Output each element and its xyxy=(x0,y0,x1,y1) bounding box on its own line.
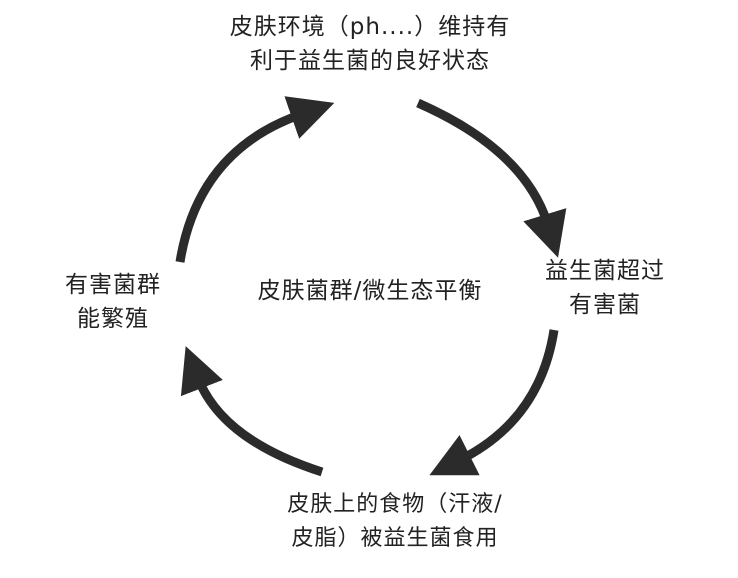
node-left-line-2: 能繁殖 xyxy=(77,306,149,332)
node-left-line-1: 有害菌群 xyxy=(65,272,161,298)
node-bottom-skin-food: 皮肤上的食物（汗液/ 皮脂）被益生菌食用 xyxy=(230,488,560,556)
node-top-skin-environment: 皮肤环境（ph....）维持有 利于益生菌的良好状态 xyxy=(180,10,560,78)
node-top-line-1: 皮肤环境（ph....）维持有 xyxy=(229,14,511,40)
node-right-line-2: 有害菌 xyxy=(569,292,641,318)
center-label: 皮肤菌群/微生态平衡 xyxy=(200,274,540,308)
node-right-probiotics-dominant: 益生菌超过 有害菌 xyxy=(505,254,705,322)
center-label-text: 皮肤菌群/微生态平衡 xyxy=(257,278,483,304)
node-left-harmful-bacteria: 有害菌群 能繁殖 xyxy=(18,268,208,336)
arrow-right-to-bottom xyxy=(429,329,559,476)
node-bottom-line-1: 皮肤上的食物（汗液/ xyxy=(287,492,503,517)
arrow-bottom-to-left xyxy=(180,346,324,477)
node-right-line-1: 益生菌超过 xyxy=(545,258,665,284)
arrow-top-to-right xyxy=(416,98,567,258)
node-top-line-2: 利于益生菌的良好状态 xyxy=(250,48,490,74)
arrow-left-to-top xyxy=(175,96,335,263)
node-bottom-line-2: 皮脂）被益生菌食用 xyxy=(291,526,499,551)
